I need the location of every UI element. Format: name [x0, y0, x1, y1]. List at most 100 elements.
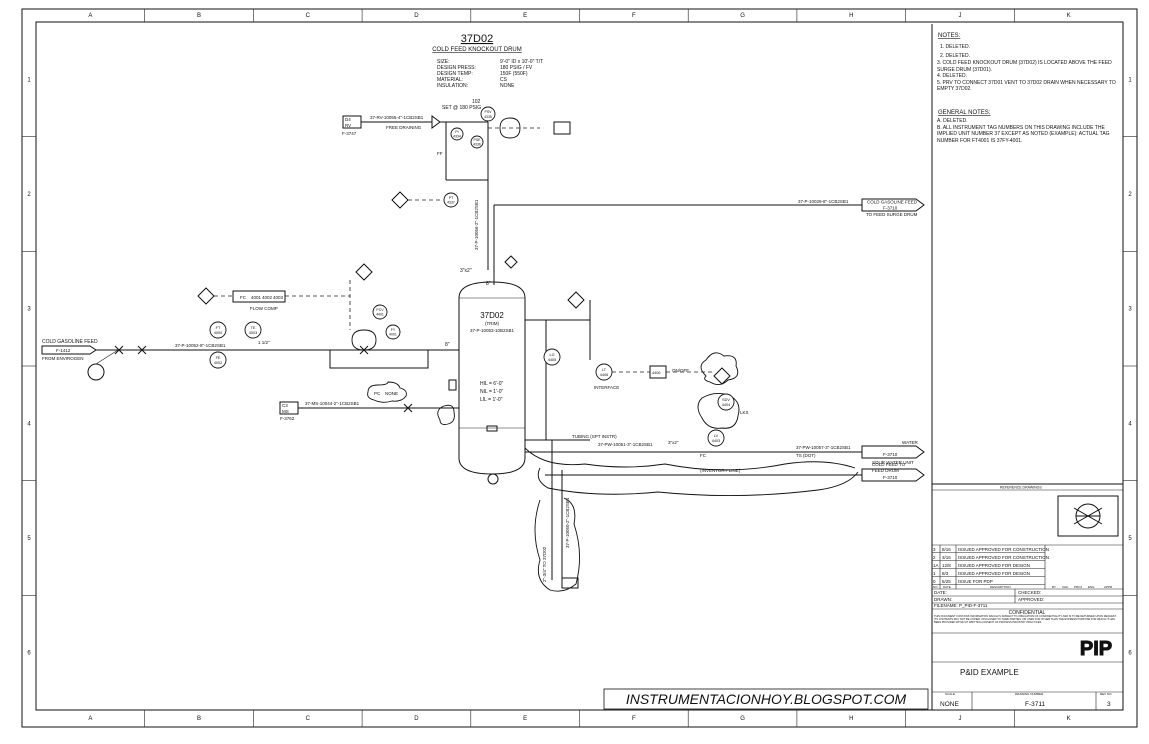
feed-block-valve: [114, 345, 124, 355]
inst-tag-fy: FY: [391, 328, 396, 332]
grid-row-label-right: 3: [1128, 307, 1132, 313]
offpage-coldfeed-arrow: [861, 468, 925, 482]
note-item: 2. DELETED.: [940, 53, 970, 59]
rev-header: ENG: [1088, 585, 1095, 589]
inst-tag-fe: FE: [216, 356, 221, 360]
grid-row-label-right: 2: [1128, 192, 1132, 198]
vessel-title-tag: 37D02: [461, 33, 493, 45]
inst-num-te: 4003: [249, 331, 257, 335]
fc-block-tag: FC: [240, 295, 247, 300]
feed-nozzle-size: 8": [445, 342, 450, 348]
general-note-item: B. ALL INSTRUMENT TAG NUMBERS ON THIS DR…: [937, 124, 1110, 144]
inst-tag-te: TE: [251, 326, 256, 330]
diamond-fc: [197, 287, 215, 305]
fy-instrument-bubble: [385, 324, 401, 340]
rev-no: 3: [933, 547, 936, 552]
tb-approved: APPROVED:: [1018, 597, 1044, 602]
rev-date: 5/25: [942, 579, 951, 584]
drain-line2-label: 2"-3/4" TO 37D02: [542, 546, 547, 582]
drum-boot-nozzle: [486, 425, 498, 432]
outlet-line-label: 37-P-10029-8"-1CB2SB1: [798, 199, 849, 204]
psv-set-label: SET @ 180 PSIG: [442, 105, 481, 111]
feed-branch: [95, 349, 119, 365]
feed-line-label: 37-P-10052-8"-1CB2SB1: [175, 343, 226, 348]
rev-date: 8/3: [942, 571, 949, 576]
grid-col-label-bottom: E: [523, 716, 527, 722]
grid-col-label-bottom: F: [632, 716, 636, 722]
feed-check-valve: [137, 345, 147, 355]
fe-instrument-bubble: [209, 351, 227, 369]
tb-dwg-label: DRAWING NUMBER: [1015, 692, 1044, 696]
offpage-ms-box-line1: C3: [282, 403, 288, 408]
notes-title: NOTES:: [938, 33, 961, 39]
interface-label: INTERFACE: [594, 385, 619, 390]
rev-header: APPR: [1104, 585, 1113, 589]
rev-header: DATE: [943, 585, 951, 589]
general-notes-fo: A. DELETED. B. ALL INSTRUMENT TAG NUMBER…: [937, 118, 1110, 144]
grid-col-label-top: K: [1067, 13, 1071, 19]
grid-row-label-left: 3: [27, 307, 31, 313]
spec-value: 180 PSIG / FV: [500, 65, 533, 71]
pc-label: PC: [374, 391, 381, 396]
offpage-ms-box-line2: MS: [282, 409, 289, 414]
grid-row-label-left: 1: [27, 77, 31, 83]
inst-num-ft: 4000: [214, 331, 222, 335]
rev-header: CHK: [1062, 585, 1068, 589]
inst-tag-lt: LT: [602, 368, 607, 372]
drain-end-box: [561, 577, 579, 589]
inst-tag-ft: FT: [216, 326, 221, 330]
grid-col-label-top: B: [197, 13, 201, 19]
rev-desc: ISSUED APPROVED FOR CONSTRUCTION: [958, 547, 1049, 552]
tb-confidential: CONFIDENTIAL: [1009, 610, 1046, 616]
feed-drum-label: FEED DRUM: [872, 468, 899, 473]
rev-no: 0: [933, 579, 936, 584]
inst-num-pt: 4337: [447, 201, 455, 205]
grid-row-label-right: 1: [1128, 77, 1132, 83]
sdv-instrument-bubble: [372, 304, 388, 320]
inst-tag-lv-box: 4406: [652, 371, 660, 375]
rev-desc: ISSUED APPROVED FOR DESIGN: [958, 563, 1030, 568]
grid-col-label-top: H: [849, 13, 853, 19]
note-item: 3. COLD FEED KNOCKOUT DRUM (37D02) IS LO…: [937, 60, 1112, 73]
vessel-title-name: COLD FEED KNOCKOUT DRUM: [432, 47, 522, 53]
grid-col-label-bottom: A: [88, 716, 92, 722]
riser-size-label: 3"x2": [460, 268, 472, 274]
rev-no: 1: [933, 571, 936, 576]
cloud-psv-right: [499, 117, 521, 139]
fc-block: [232, 290, 286, 303]
drum-nozzle-left: [448, 379, 457, 391]
grid-col-label-top: E: [523, 13, 527, 19]
grid-col-label-top: G: [740, 13, 745, 19]
offpage-coldfeed-ref: F-3710: [883, 475, 898, 480]
tb-scale-label: SCALE: [945, 692, 955, 696]
diamond-interlock: [391, 191, 409, 209]
psv-instrument-bubble: [480, 106, 496, 122]
grid-col-label-bottom: G: [740, 716, 745, 722]
inst-num-fy: 4001: [389, 333, 397, 337]
vessel-spec: SIZE: DESIGN PRESS: DESIGN TEMP: MATERIA…: [437, 59, 543, 89]
rev-header: PROJ: [1074, 585, 1083, 589]
cloud-interlock: [700, 352, 739, 385]
grid-col-label-bottom: C: [306, 716, 311, 722]
knockout-drum-vessel: [458, 281, 526, 475]
inst-num-lt: 4406: [600, 373, 608, 377]
tb-date: DATE:: [934, 590, 947, 595]
tb-drawn: DRAWN:: [934, 597, 952, 602]
te-instrument-bubble: [244, 321, 262, 339]
inst-num-pi: 4334: [453, 135, 461, 139]
riser-line-label: 37-P-10056-2"-1CB2SB1: [474, 199, 479, 250]
inst-num-pse: 4336: [473, 143, 481, 147]
offpage-outlet-ref: F-3710: [883, 206, 898, 211]
grid-row-label-left: 4: [27, 421, 31, 427]
grid-row-label-right: 5: [1128, 536, 1132, 542]
grid-col-label-bottom: B: [197, 716, 201, 722]
general-notes-title: GENERAL NOTES:: [938, 110, 991, 116]
offpage-feed-arrow: [41, 345, 97, 355]
tb-title: P&ID EXAMPLE: [960, 668, 1019, 677]
inst-num-lg: 4405: [548, 358, 556, 362]
pip-seal-box: [1057, 495, 1119, 537]
inst-tag-sdv: SDV: [722, 398, 730, 402]
inst-tag-pcv: PCV: [376, 308, 384, 312]
rev-date: 8/16: [942, 547, 951, 552]
